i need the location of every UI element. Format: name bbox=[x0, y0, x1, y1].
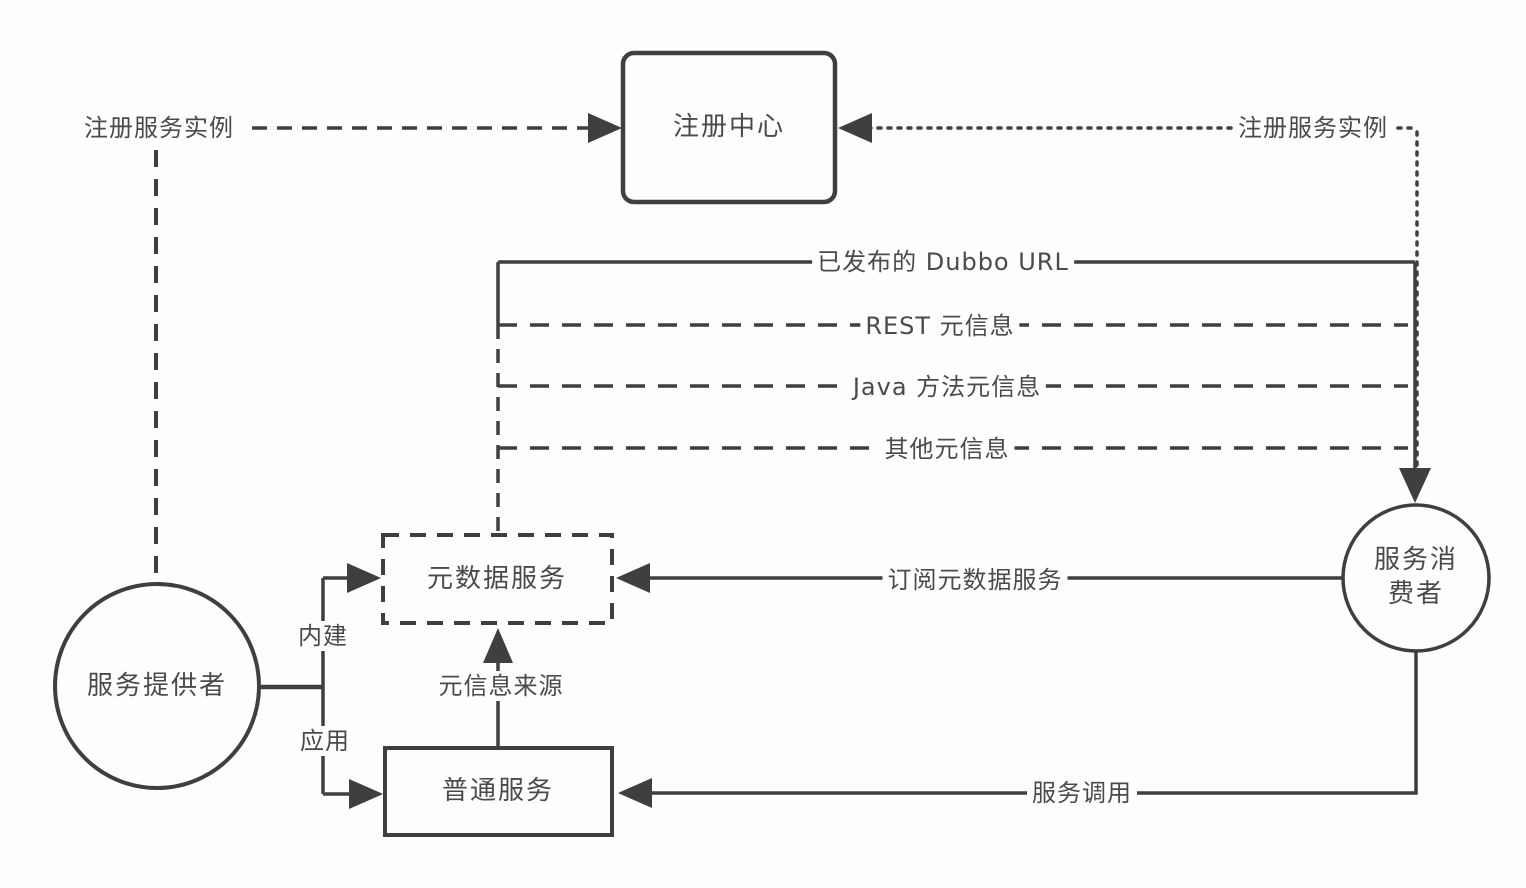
arrowhead-right-into-registry bbox=[588, 113, 622, 143]
normal-service-label: 普通服务 bbox=[441, 776, 555, 807]
consumer-circle bbox=[1341, 503, 1491, 653]
arrowhead-up-into-metadata-service bbox=[483, 628, 513, 663]
edge-label-subscribe: 订阅元数据服务 bbox=[882, 565, 1068, 595]
arrowhead-into-metadata-service bbox=[347, 563, 381, 593]
registry-label: 注册中心 bbox=[672, 112, 786, 143]
edge-label-invoke: 服务调用 bbox=[1027, 778, 1137, 808]
edge-label-metadata-source: 元信息来源 bbox=[433, 671, 569, 701]
registry-box bbox=[620, 50, 838, 205]
arrowhead-left-into-normal-service bbox=[618, 778, 652, 808]
edge-label-java-metadata: Java 方法元信息 bbox=[847, 372, 1047, 402]
edge-label-register-left: 注册服务实例 bbox=[79, 113, 239, 143]
normal-service-box bbox=[383, 746, 614, 837]
arrowhead-left-into-registry bbox=[838, 113, 872, 143]
arrowhead-left-into-metadata-service bbox=[616, 563, 650, 593]
edge-label-builtin: 内建 bbox=[293, 621, 353, 651]
edge-label-application: 应用 bbox=[295, 726, 355, 756]
provider-circle bbox=[53, 582, 261, 790]
edge-label-register-right: 注册服务实例 bbox=[1233, 113, 1393, 143]
metadata-service-box bbox=[381, 533, 614, 625]
edge-label-dubbo-url: 已发布的 Dubbo URL bbox=[812, 247, 1074, 277]
arrowhead-down-into-consumer bbox=[1399, 468, 1431, 503]
edge-label-rest-metadata: REST 元信息 bbox=[860, 311, 1020, 341]
provider-label: 服务提供者 bbox=[86, 671, 228, 702]
edge-label-other-metadata: 其他元信息 bbox=[879, 434, 1015, 464]
edge-invoke-path bbox=[648, 651, 1418, 795]
metadata-service-label: 元数据服务 bbox=[426, 564, 568, 595]
arrowhead-into-normal-service bbox=[349, 779, 383, 809]
consumer-label: 服务消费者 bbox=[1373, 545, 1458, 609]
